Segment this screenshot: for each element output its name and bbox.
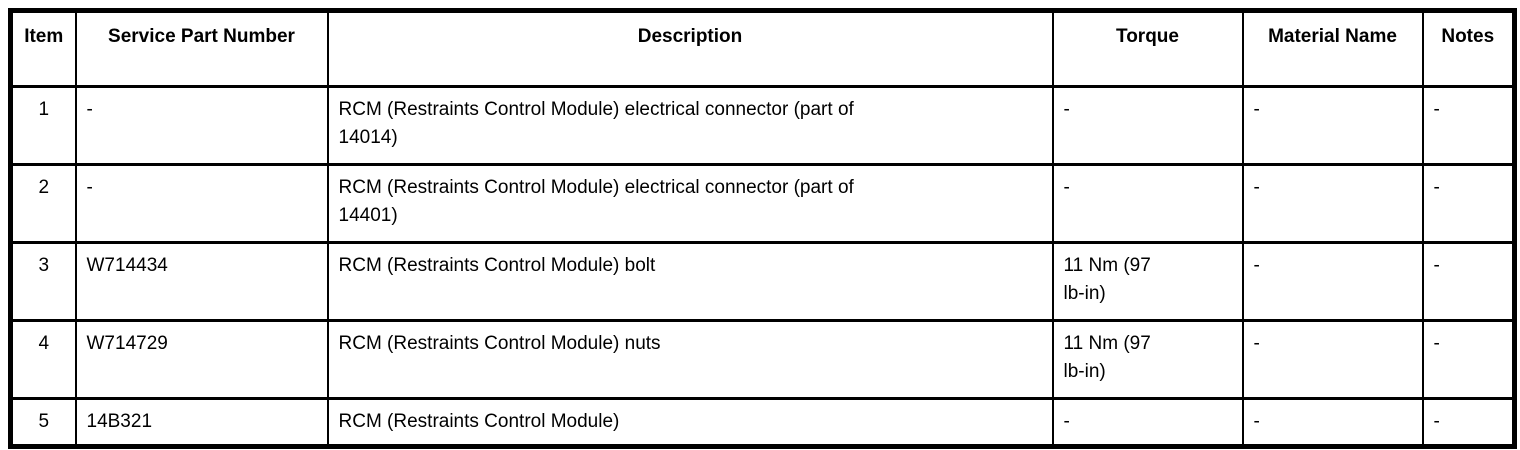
cell-notes: - [1421, 85, 1516, 166]
cell-description: RCM (Restraints Control Module) bolt [326, 241, 1054, 322]
cell-service-part-number: 14B321 [74, 397, 329, 448]
cell-material-name: - [1241, 163, 1424, 244]
table-row: 5 14B321 RCM (Restraints Control Module)… [9, 397, 1516, 448]
cell-torque: 11 Nm (97 lb-in) [1051, 241, 1244, 322]
column-header-service-part-number: Service Part Number [74, 9, 329, 88]
cell-item: 4 [9, 319, 77, 400]
column-header-material-name: Material Name [1241, 9, 1424, 88]
cell-description: RCM (Restraints Control Module) electric… [326, 85, 1054, 166]
cell-notes: - [1421, 241, 1516, 322]
table-row: 3 W714434 RCM (Restraints Control Module… [9, 241, 1516, 322]
cell-material-name: - [1241, 85, 1424, 166]
cell-material-name: - [1241, 397, 1424, 448]
cell-service-part-number: - [74, 85, 329, 166]
cell-item: 2 [9, 163, 77, 244]
cell-service-part-number: W714729 [74, 319, 329, 400]
cell-notes: - [1421, 163, 1516, 244]
cell-material-name: - [1241, 319, 1424, 400]
column-header-notes: Notes [1421, 9, 1516, 88]
cell-torque: - [1051, 163, 1244, 244]
table-header-row: Item Service Part Number Description Tor… [9, 9, 1516, 88]
cell-torque: 11 Nm (97 lb-in) [1051, 319, 1244, 400]
cell-description: RCM (Restraints Control Module) nuts [326, 319, 1054, 400]
column-header-description: Description [326, 9, 1054, 88]
table-row: 2 - RCM (Restraints Control Module) elec… [9, 163, 1516, 244]
cell-notes: - [1421, 397, 1516, 448]
cell-torque: - [1051, 397, 1244, 448]
cell-service-part-number: - [74, 163, 329, 244]
cell-description: RCM (Restraints Control Module) [326, 397, 1054, 448]
table-row: 1 - RCM (Restraints Control Module) elec… [9, 85, 1516, 166]
cell-notes: - [1421, 319, 1516, 400]
column-header-item: Item [9, 9, 77, 88]
parts-table: Item Service Part Number Description Tor… [8, 8, 1517, 449]
cell-description: RCM (Restraints Control Module) electric… [326, 163, 1054, 244]
cell-item: 1 [9, 85, 77, 166]
table-row: 4 W714729 RCM (Restraints Control Module… [9, 319, 1516, 400]
cell-material-name: - [1241, 241, 1424, 322]
cell-item: 3 [9, 241, 77, 322]
cell-item: 5 [9, 397, 77, 448]
column-header-torque: Torque [1051, 9, 1244, 88]
cell-service-part-number: W714434 [74, 241, 329, 322]
cell-torque: - [1051, 85, 1244, 166]
